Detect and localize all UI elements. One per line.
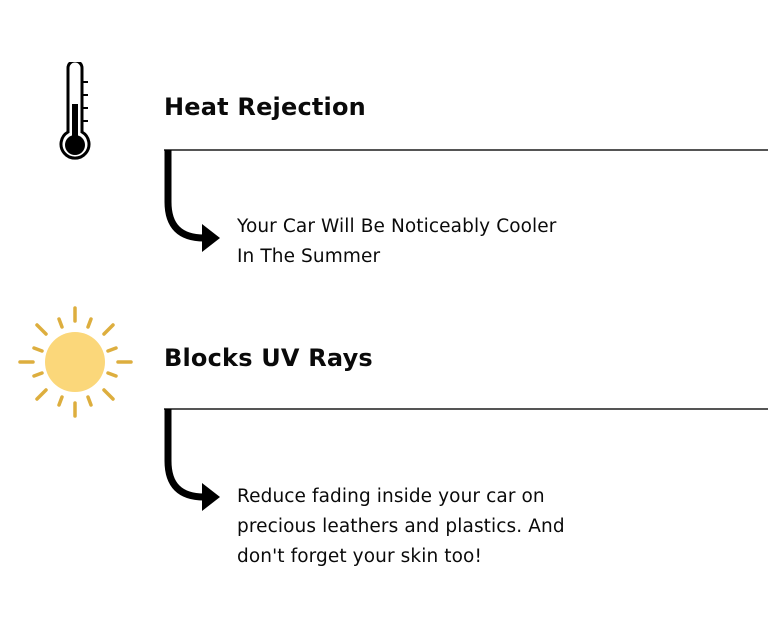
feature-title: Heat Rejection (164, 93, 366, 121)
curved-arrow-icon (164, 150, 220, 252)
feature-description: Reduce fading inside your car on preciou… (237, 482, 565, 572)
sun-icon (18, 306, 133, 418)
feature-description: Your Car Will Be Noticeably Cooler In Th… (237, 212, 557, 272)
divider (164, 408, 768, 410)
description-line: Your Car Will Be Noticeably Cooler (237, 216, 557, 237)
description-line: precious leathers and plastics. And (237, 516, 565, 537)
feature-title: Blocks UV Rays (164, 344, 373, 372)
description-line: In The Summer (237, 246, 381, 267)
description-line: don't forget your skin too! (237, 546, 482, 567)
description-line: Reduce fading inside your car on (237, 486, 545, 507)
curved-arrow-icon (164, 409, 220, 511)
divider (164, 149, 768, 151)
thermometer-icon (59, 62, 91, 160)
